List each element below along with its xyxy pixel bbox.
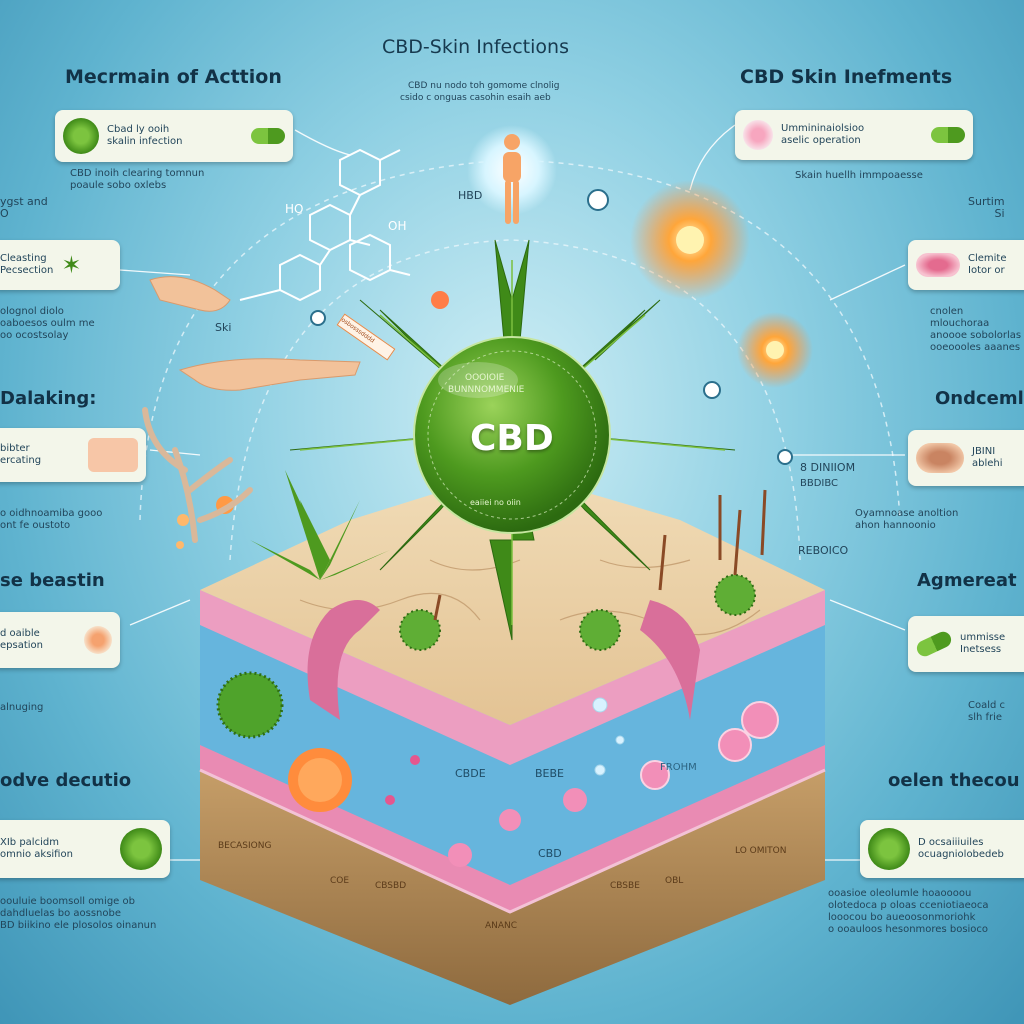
- right-label-near: 8 DINIIOM: [800, 461, 856, 474]
- skin-label-cbd: CBD: [538, 847, 562, 860]
- left-section2-heading: Dalaking:: [0, 388, 97, 409]
- hbd-label: HBD: [458, 189, 483, 202]
- page-subtitle-line1: CBD nu nodo toh gomome clnolig: [408, 81, 560, 91]
- sphere-bottom-label: eaiiei no oiin: [470, 498, 521, 507]
- root-structure: [142, 407, 253, 543]
- left-section1-heading: Mecrmain of Acttion: [65, 66, 282, 88]
- page-subtitle-line2: csido c onguas casohin esaih aeb: [400, 93, 551, 103]
- green-bacteria-icon-3: [868, 828, 910, 870]
- skin-label-fromh: FROHM: [660, 762, 697, 773]
- skin-label-side2: LO OMITON: [735, 846, 787, 856]
- page-title: CBD-Skin Infections: [382, 36, 569, 58]
- molecule-label-oh: OH: [388, 219, 407, 233]
- sphere-top-line1: OOOIOIE: [465, 373, 505, 383]
- tissue-icon: [916, 443, 964, 473]
- hair-follicles: [433, 489, 767, 621]
- molecule-label-ho: HO: [285, 202, 304, 216]
- skin-label-front4: CBSBE: [610, 881, 640, 891]
- cannabis-leaf-small: [250, 470, 390, 580]
- green-bacteria-icon: [63, 118, 99, 154]
- right-section3-heading: Agmereat: [917, 570, 1017, 591]
- skin-patch-icon: [88, 438, 138, 472]
- right-text-1: Skain huellh immpoaesse: [795, 170, 923, 181]
- reboico-label: REBOICO: [798, 544, 849, 557]
- left-section3-heading: se beastin: [0, 570, 105, 591]
- right-label-near2: BBDIBC: [800, 478, 839, 489]
- orbit-badges: [310, 189, 793, 465]
- connector-lines: [119, 124, 906, 861]
- cannabinoid-molecule: [239, 148, 411, 302]
- bacteria-particles: [176, 293, 779, 867]
- skin-label-cbde: CBDE: [455, 767, 486, 780]
- hand-label: Ski: [215, 321, 232, 334]
- skin-cell-icon: [743, 120, 773, 150]
- sphere-main-label: CBD: [470, 418, 554, 459]
- cbd-sphere: [413, 336, 611, 534]
- skin-label-bebe: BEBE: [535, 767, 564, 780]
- skin-label-front2: CBSBD: [375, 881, 407, 891]
- green-bacteria-icon-2: [120, 828, 162, 870]
- skin-label-front5: OBL: [665, 876, 684, 886]
- right-section4-heading: oelen thecou: [888, 770, 1020, 791]
- right-section1-heading: CBD Skin Inefments: [740, 66, 953, 88]
- orange-glow-core: [676, 226, 704, 254]
- capsule-icon-right: [931, 127, 965, 143]
- skin-label-front1: COE: [330, 876, 350, 886]
- left-text-4: alnuging: [0, 702, 44, 713]
- sphere-top-line2: BUNNNOMMENIE: [448, 385, 525, 395]
- hand-illustrations: [149, 276, 361, 391]
- cannabis-leaf-icon: ✶: [61, 251, 82, 279]
- skin-sample-icon: [916, 253, 960, 277]
- right-section2-heading: Ondcemli: [935, 388, 1024, 409]
- left-section4-heading: odve decutio: [0, 770, 132, 791]
- skin-label-front3: ANANC: [485, 921, 518, 931]
- cell-icon: [84, 626, 112, 654]
- capsule-icon: [251, 128, 285, 144]
- skin-label-side1: BECASIONG: [218, 841, 272, 851]
- human-figure-icon: [503, 134, 521, 224]
- pill-icon: [914, 629, 954, 659]
